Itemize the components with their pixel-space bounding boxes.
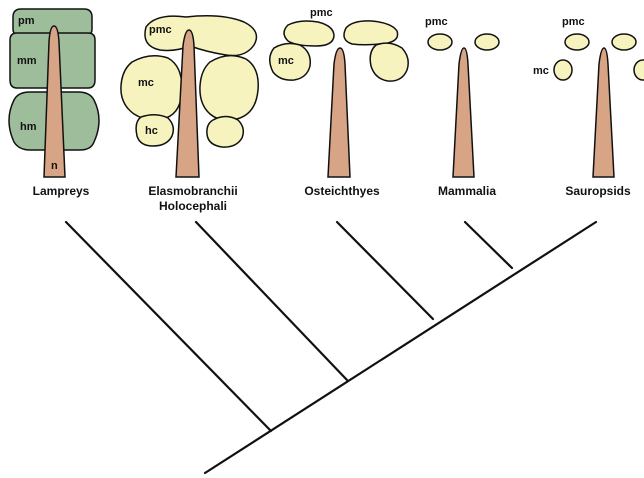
elasmo-notochord: [176, 30, 199, 177]
elasmo-label-pmc: pmc: [149, 24, 172, 36]
sauropsid-label-pmc: pmc: [562, 16, 585, 28]
osteich-pmc-right-lobe: [344, 21, 398, 45]
elasmo-hc-right-lobe: [207, 117, 243, 148]
lamprey-label-hm: hm: [20, 121, 37, 133]
taxon-name-mammalia: Mammalia: [438, 184, 496, 198]
cladogram-tree: [66, 222, 596, 473]
lamprey-diagram: pm mm hm n: [9, 9, 99, 177]
taxon-name-elasmobranchii: Elasmobranchii: [148, 184, 237, 198]
sauropsid-label-mc: mc: [533, 65, 549, 77]
osteich-mc-right-lobe: [370, 43, 408, 81]
sauropsids-diagram: pmc mc: [533, 16, 644, 177]
taxon-name-lampreys: Lampreys: [33, 184, 90, 198]
taxon-name-sauropsids: Sauropsids: [565, 184, 631, 198]
lamprey-label-mm: mm: [17, 55, 37, 67]
taxon-name-osteichthyes: Osteichthyes: [304, 184, 380, 198]
branch-osteichthyes: [337, 222, 433, 319]
sauropsid-pmc-right-lobe: [612, 34, 636, 50]
osteich-notochord: [328, 48, 350, 177]
mammalia-pmc-right-lobe: [475, 34, 499, 50]
mammalia-notochord: [453, 48, 474, 177]
sauropsid-notochord: [593, 48, 614, 177]
branch-lampreys: [66, 222, 271, 431]
branch-elasmobranchii: [196, 222, 347, 380]
sauropsid-mc-left-lobe: [554, 60, 572, 80]
branch-mammalia: [465, 222, 512, 268]
elasmobranch-diagram: pmc mc hc: [121, 16, 258, 177]
elasmo-label-hc: hc: [145, 125, 158, 137]
elasmo-mc-right-lobe: [200, 56, 258, 121]
osteich-label-mc: mc: [278, 55, 294, 67]
lamprey-label-n: n: [51, 160, 58, 172]
tree-trunk: [205, 222, 596, 473]
taxon-name-holocephali: Holocephali: [159, 199, 227, 213]
osteichthyes-diagram: pmc mc: [270, 7, 408, 177]
lamprey-label-pm: pm: [18, 15, 35, 27]
osteich-pmc-left-lobe: [284, 21, 334, 46]
mammalia-label-pmc: pmc: [425, 16, 448, 28]
sauropsid-pmc-left-lobe: [565, 34, 589, 50]
mammalia-diagram: pmc: [425, 16, 499, 177]
mammalia-pmc-left-lobe: [428, 34, 452, 50]
sauropsid-mc-right-lobe: [634, 60, 644, 80]
elasmo-label-mc: mc: [138, 77, 154, 89]
osteich-label-pmc: pmc: [310, 7, 333, 19]
